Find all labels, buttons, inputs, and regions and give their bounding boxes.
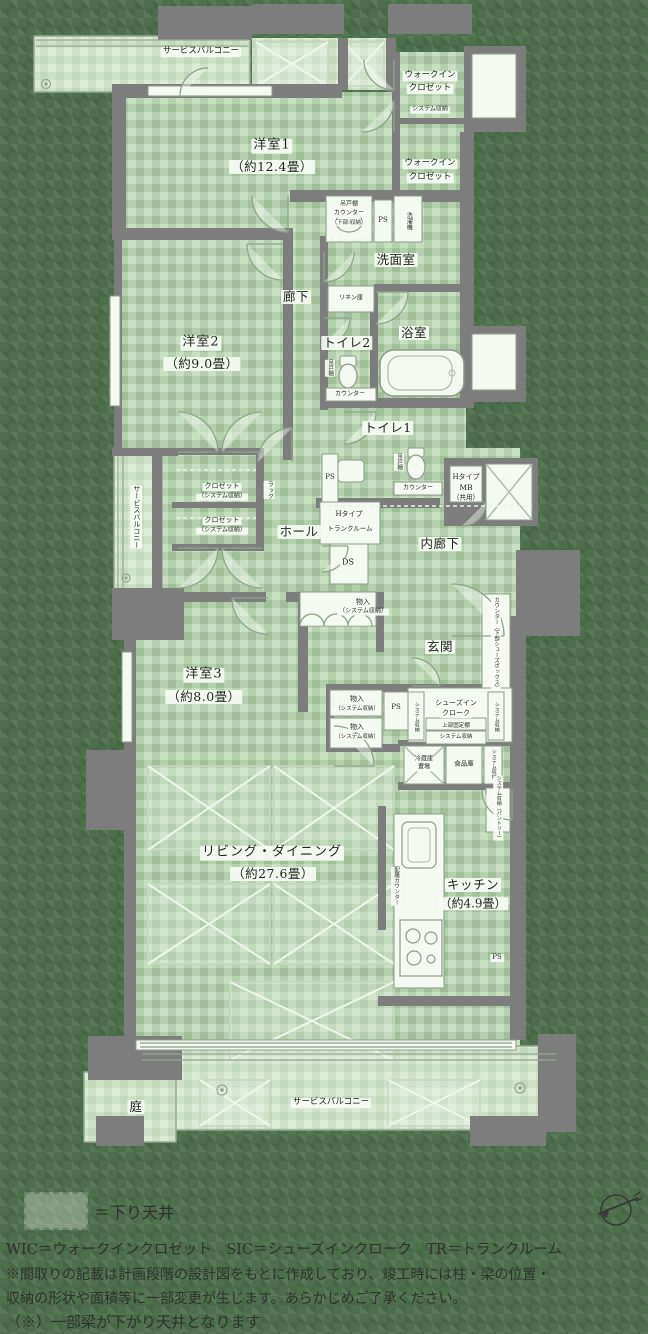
label-closet2: クロゼット	[202, 516, 242, 525]
room-size-living: （約27.6畳）	[230, 866, 316, 881]
bathtub-icon	[379, 349, 465, 397]
label-system-storage-pantry2: システム収納（パントリー）	[493, 775, 503, 841]
label-wic2-line1: ウォークイン	[402, 158, 458, 169]
label-trunk-line2: トランクルーム	[325, 524, 375, 533]
label-serving-counter: 配膳カウンター	[390, 866, 402, 906]
room-label-kitchen: キッチン	[444, 877, 502, 892]
label-closet1-sub: （システム収納）	[196, 492, 248, 501]
label-ps-washroom: PS	[376, 216, 390, 225]
room-label-senmen: 洗面室	[374, 252, 418, 267]
room-label-yoshitsu1: 洋室1	[251, 137, 293, 154]
label-mb-line2: MB	[457, 482, 475, 493]
legend-note-line2: 収納の形状や面積等に一部変更が生じます。あらかじめご了承ください。	[6, 1291, 467, 1307]
label-ps-genkan: PS	[389, 703, 403, 712]
room-label-yokushitsu: 浴室	[398, 325, 430, 340]
label-wic1-line1: ウォークイン	[402, 70, 458, 81]
shaft-cross-lines	[403, 463, 533, 785]
label-shoes-counter: カウンター（下部シューズボックス）	[490, 597, 502, 691]
label-fridge-line2: 置場	[415, 763, 433, 772]
white-fixture-boxes	[109, 53, 533, 1051]
label-sic-line2: クローク	[440, 709, 472, 718]
legend-note-line3: （※）一部梁が下がり天井となります	[6, 1313, 261, 1331]
stove-icon	[399, 919, 443, 977]
label-counter-toilet1: カウンター	[400, 484, 436, 493]
railings	[36, 39, 556, 1096]
label-hanging-shelf-toilet2: 吊戸棚	[324, 359, 336, 377]
room-label-niwa: 庭	[127, 1099, 145, 1114]
label-hanging-shelf-washroom: 吊戸棚	[337, 200, 361, 209]
label-counter-washroom: カウンター	[331, 209, 367, 218]
label-closet2-sub: （システム収納）	[196, 526, 248, 535]
legend-abbreviations: WIC＝ウォークインクロゼット SIC＝シューズインクローク TR＝トランクルー…	[6, 1242, 562, 1258]
label-pantry-box: 食品庫	[452, 759, 476, 768]
kitchen-sink-icon	[401, 821, 437, 869]
label-system-storage-sic: システム収納	[437, 733, 475, 741]
room-label-living: リビング・ダイニング	[199, 844, 345, 861]
label-system-storage-pantry1: システム収納	[488, 749, 498, 779]
label-washer: 洗濯機	[402, 212, 414, 230]
label-sic-line1: シューズイン	[433, 699, 479, 708]
fixtures	[335, 211, 465, 977]
label-system-storage-sic-right: システム収納	[491, 702, 501, 732]
label-trunk-line1: Hタイプ	[333, 510, 365, 519]
label-linen: リネン庫	[336, 294, 366, 303]
room-size-yoshitsu3: （約8.0畳）	[165, 689, 243, 704]
label-mb-line3: （共用）	[451, 493, 481, 502]
label-closet1: クロゼット	[202, 482, 242, 491]
label-fridge-line1: 冷蔵庫	[412, 755, 436, 764]
room-size-yoshitsu2: （約9.0畳）	[163, 356, 241, 371]
label-mono2-sub: （システム収納）	[333, 705, 381, 713]
label-ds: DS	[340, 557, 356, 568]
room-label-hall: ホール	[277, 524, 321, 539]
label-service-balcony-left: サービスバルコニー	[130, 485, 142, 549]
room-label-toilet1: トイレ1	[362, 420, 414, 435]
label-mono1-sub: （システム収納）	[337, 607, 389, 616]
room-size-yoshitsu1: （約12.4畳）	[229, 159, 315, 174]
room-label-toilet2: トイレ2	[321, 335, 373, 350]
dashed-dropped-ceiling	[176, 239, 532, 705]
label-service-balcony-bottom: サービスバルコニー	[290, 1097, 372, 1108]
label-ps-kitchen: PS	[490, 953, 504, 962]
legend-note-line1: ※間取りの記載は計画段階の設計図をもとに作成しており、竣工時には柱・梁の位置・	[6, 1267, 551, 1283]
label-system-storage-wic: システム収納	[410, 105, 450, 114]
compass-icon	[597, 1191, 643, 1226]
room-label-yoshitsu3: 洋室3	[183, 666, 225, 683]
label-ps-toilet1: PS	[323, 473, 337, 482]
room-label-uchirouka: 内廊下	[418, 536, 462, 551]
label-counter-washroom-sub: （下部:収納）	[329, 219, 369, 227]
label-hanging-shelf-toilet1: 吊戸棚	[393, 453, 405, 471]
label-upper-shelf: 上部固定棚	[440, 722, 472, 730]
label-wic1-line2: クロゼット	[406, 83, 454, 94]
label-mb-line1: Hタイプ	[450, 473, 482, 482]
label-system-storage-sic-left: システム収納	[411, 702, 421, 732]
label-service-balcony-top: サービスバルコニー	[160, 46, 242, 57]
label-wic2-line2: クロゼット	[406, 172, 454, 183]
label-mono3: 物入	[348, 723, 366, 732]
room-label-rouka: 廊下	[280, 289, 312, 304]
floor-plan-canvas	[33, 4, 580, 1146]
room-label-yoshitsu2: 洋室2	[180, 334, 222, 351]
label-mono2: 物入	[348, 695, 366, 704]
label-rack: ラック	[263, 481, 275, 499]
toilet-icon-2	[338, 355, 358, 389]
legend-dashed-label: ＝下り天井	[94, 1203, 175, 1222]
room-label-genkan: 玄関	[424, 639, 456, 654]
room-size-kitchen: （約4.9畳）	[437, 896, 509, 911]
label-mono1: 物入	[354, 598, 372, 607]
label-counter-toilet2: カウンター	[332, 390, 368, 399]
toilet-icon-1	[406, 447, 426, 480]
label-mono3-sub: （システム収納）	[333, 733, 381, 741]
legend-dashed-box	[24, 1192, 88, 1230]
